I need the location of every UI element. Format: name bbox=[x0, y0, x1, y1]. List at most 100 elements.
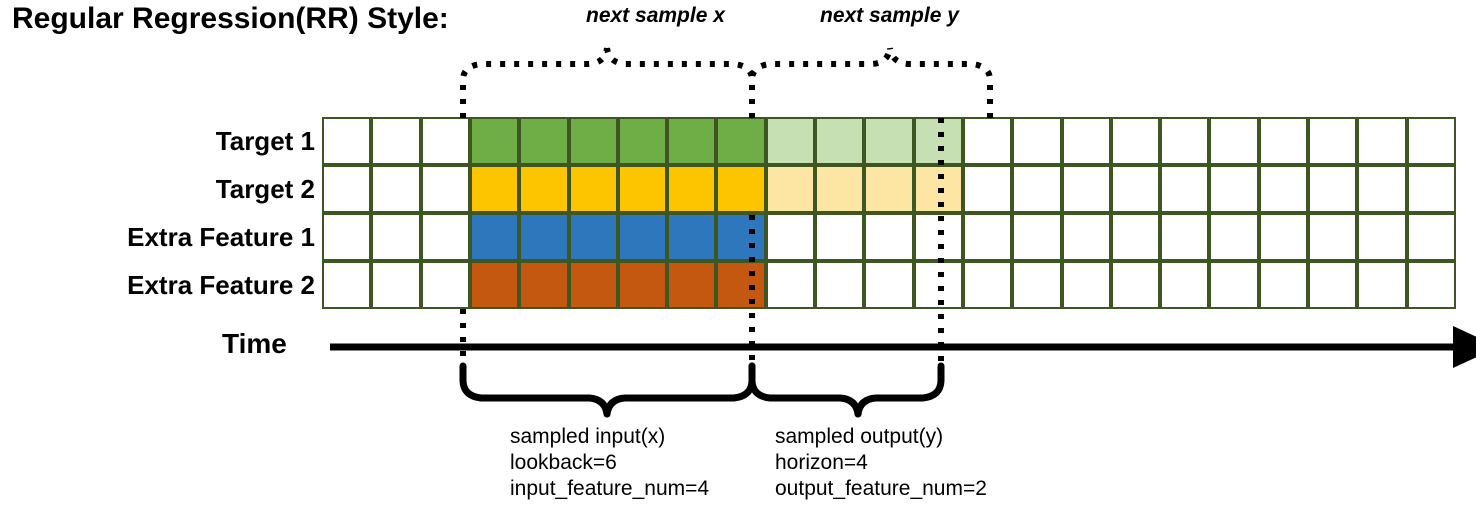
row-label-target-2: Target 2 bbox=[215, 174, 315, 204]
grid-cell-empty bbox=[371, 213, 421, 261]
row-label-target-1: Target 1 bbox=[215, 126, 315, 156]
grid-cell-output bbox=[864, 165, 914, 213]
grid-cell-empty bbox=[815, 213, 865, 261]
grid-cell-input bbox=[568, 117, 618, 165]
grid-cell-empty bbox=[913, 213, 963, 261]
grid-cell-empty bbox=[1012, 165, 1062, 213]
grid-cell-empty bbox=[1012, 117, 1062, 165]
grid-cell-output bbox=[815, 165, 865, 213]
grid-cell-empty bbox=[1406, 165, 1456, 213]
grid-cell-output bbox=[765, 117, 816, 165]
row-label-extra-feature-1: Extra Feature 1 bbox=[127, 222, 315, 252]
grid-cell-input bbox=[519, 165, 569, 213]
grid-cell-output bbox=[765, 165, 816, 213]
grid-cell-empty bbox=[1308, 117, 1358, 165]
grid-cell-empty bbox=[962, 165, 1013, 213]
grid-cell-empty bbox=[1258, 261, 1309, 309]
grid-cell-empty bbox=[1012, 213, 1062, 261]
grid-cell-empty bbox=[322, 117, 372, 165]
grid-cell-empty bbox=[1160, 117, 1210, 165]
grid-cell-input bbox=[617, 165, 668, 213]
sampled-output-brace bbox=[748, 362, 945, 418]
grid-cell-empty bbox=[1258, 165, 1309, 213]
sampled-input-caption: sampled input(x) lookback=6 input_featur… bbox=[510, 424, 709, 502]
grid-cell-empty bbox=[322, 165, 372, 213]
sampled-output-line-3: output_feature_num=2 bbox=[775, 477, 987, 500]
grid-cell-input bbox=[568, 213, 618, 261]
grid-cell-empty bbox=[1357, 213, 1407, 261]
grid-cell-empty bbox=[1357, 117, 1407, 165]
grid-cell-empty bbox=[1209, 261, 1259, 309]
time-axis-label: Time bbox=[222, 328, 287, 359]
grid-cell-empty bbox=[322, 261, 372, 309]
grid-cell-empty bbox=[1061, 117, 1111, 165]
grid-cell-input bbox=[617, 213, 668, 261]
grid-cell-input bbox=[716, 213, 766, 261]
grid-cell-empty bbox=[962, 117, 1013, 165]
grid-cell-empty bbox=[1061, 213, 1111, 261]
grid-row-2 bbox=[322, 165, 1456, 213]
grid-cell-empty bbox=[1061, 165, 1111, 213]
grid-cell-empty bbox=[864, 261, 914, 309]
grid-cell-empty bbox=[420, 117, 470, 165]
grid-cell-empty bbox=[420, 261, 470, 309]
sampled-input-brace bbox=[459, 362, 756, 418]
grid-row-3 bbox=[322, 213, 1456, 261]
grid-cell-input bbox=[519, 261, 569, 309]
sampled-input-line-3: input_feature_num=4 bbox=[510, 477, 710, 500]
grid-cell-empty bbox=[1357, 165, 1407, 213]
grid-cell-empty bbox=[322, 213, 372, 261]
grid-cell-empty bbox=[1406, 261, 1456, 309]
grid-cell-empty bbox=[1406, 117, 1456, 165]
grid-cell-output bbox=[913, 117, 963, 165]
sampled-output-line-1: sampled output(y) bbox=[775, 425, 944, 448]
grid-cell-empty bbox=[420, 165, 470, 213]
grid-cell-input bbox=[716, 261, 766, 309]
row-label-extra-feature-2: Extra Feature 2 bbox=[127, 270, 315, 300]
grid-cell-input bbox=[469, 261, 520, 309]
grid-cell-empty bbox=[1406, 213, 1456, 261]
grid-cell-empty bbox=[1110, 165, 1161, 213]
grid-cell-input bbox=[519, 117, 569, 165]
grid-cell-empty bbox=[1061, 261, 1111, 309]
grid-cell-empty bbox=[815, 261, 865, 309]
next-sample-x-label: next sample x bbox=[586, 4, 725, 27]
grid-cell-empty bbox=[1110, 117, 1161, 165]
grid-cell-empty bbox=[1258, 213, 1309, 261]
grid-cell-empty bbox=[1308, 261, 1358, 309]
grid-cell-input bbox=[568, 165, 618, 213]
sampled-output-line-2: horizon=4 bbox=[775, 451, 868, 474]
grid-cell-input bbox=[568, 261, 618, 309]
grid-cell-input bbox=[667, 117, 717, 165]
grid-cell-input bbox=[469, 165, 520, 213]
grid-cell-output bbox=[815, 117, 865, 165]
grid-cell-empty bbox=[371, 117, 421, 165]
grid-cell-empty bbox=[1258, 117, 1309, 165]
grid-cell-empty bbox=[913, 261, 963, 309]
grid-cell-output bbox=[913, 165, 963, 213]
grid-cell-input bbox=[617, 261, 668, 309]
grid-cell-input bbox=[469, 213, 520, 261]
grid-cell-empty bbox=[371, 261, 421, 309]
grid-cell-empty bbox=[1209, 213, 1259, 261]
grid-row-4 bbox=[322, 261, 1456, 309]
grid-cell-input bbox=[716, 165, 766, 213]
next-sample-y-label: next sample y bbox=[820, 4, 959, 27]
page-title: Regular Regression(RR) Style: bbox=[12, 2, 449, 35]
sampled-input-line-1: sampled input(x) bbox=[510, 425, 666, 448]
grid-cell-empty bbox=[1357, 261, 1407, 309]
grid-cell-empty bbox=[1308, 165, 1358, 213]
timeseries-grid bbox=[322, 117, 1456, 309]
grid-row-1 bbox=[322, 117, 1456, 165]
next-sample-x-brace bbox=[460, 47, 755, 118]
grid-cell-input bbox=[617, 117, 668, 165]
grid-cell-empty bbox=[1012, 261, 1062, 309]
grid-cell-empty bbox=[1160, 261, 1210, 309]
grid-cell-empty bbox=[864, 213, 914, 261]
grid-cell-input bbox=[667, 261, 717, 309]
grid-cell-empty bbox=[1209, 117, 1259, 165]
grid-cell-output bbox=[864, 117, 914, 165]
grid-cell-empty bbox=[1160, 213, 1210, 261]
grid-cell-input bbox=[716, 117, 766, 165]
